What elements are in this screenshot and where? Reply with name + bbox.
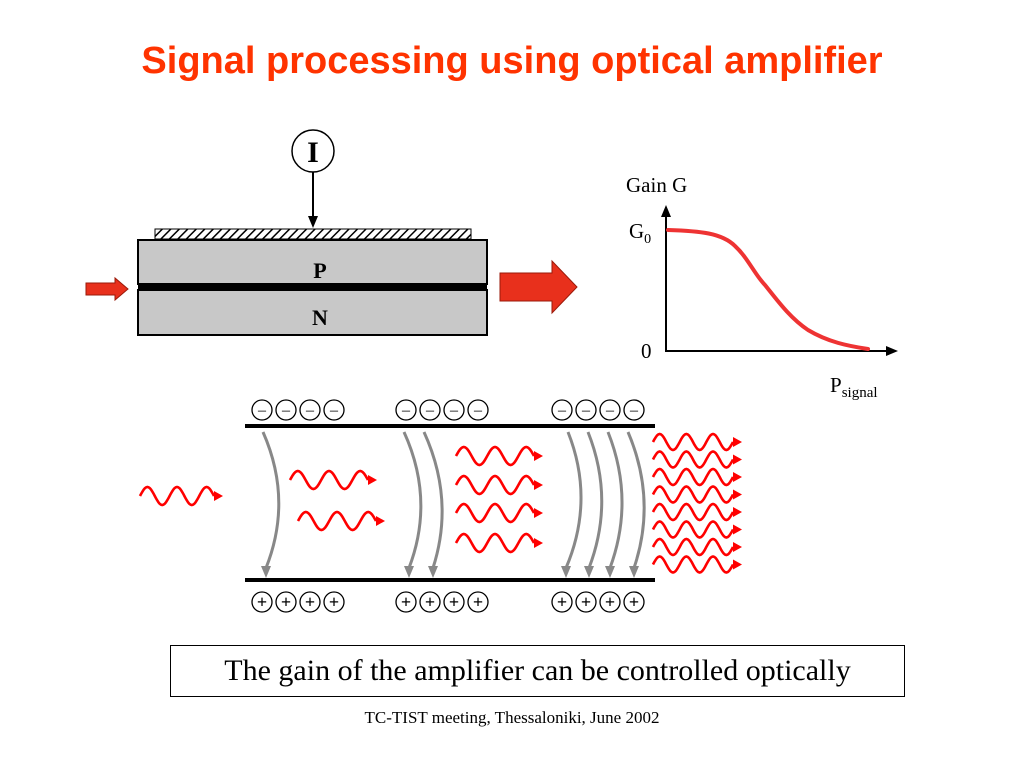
electron: – — [551, 399, 573, 421]
photon-wave — [651, 467, 742, 487]
carrier-diagram: –––––––––––– ++++++++++++ — [138, 399, 742, 613]
electron: – — [599, 399, 621, 421]
hole-sign: + — [581, 592, 591, 612]
caption-box: The gain of the amplifier can be control… — [170, 645, 905, 697]
electron-sign: – — [257, 402, 267, 419]
hole-sign: + — [605, 592, 615, 612]
photon-wave — [454, 474, 543, 496]
photon-wave — [651, 432, 742, 452]
n-label: N — [312, 305, 328, 330]
transition-arrow — [402, 431, 423, 578]
electron-sign: – — [629, 402, 639, 419]
x-axis-label: Psignal — [830, 373, 878, 401]
g0-label: G0 — [629, 219, 651, 247]
hole-sign: + — [473, 592, 483, 612]
photon-wave — [651, 555, 742, 574]
gain-curve — [666, 228, 870, 351]
hole: + — [575, 591, 597, 613]
electron: – — [323, 399, 345, 421]
transition-arrow — [584, 431, 604, 578]
hole: + — [551, 591, 573, 613]
photon-wave — [651, 537, 742, 557]
hole-sign: + — [257, 592, 267, 612]
gain-graph: Gain G G0 0 Psignal — [626, 173, 898, 401]
hole-sign: + — [557, 592, 567, 612]
photon-wave — [651, 450, 742, 469]
y-axis-label: Gain G — [626, 173, 687, 197]
hole: + — [275, 591, 297, 613]
hole: + — [599, 591, 621, 613]
electron: – — [467, 399, 489, 421]
electron-groups: –––––––––––– — [251, 399, 645, 421]
photon-wave — [138, 485, 223, 507]
hole: + — [443, 591, 465, 613]
electron-sign: – — [473, 402, 483, 419]
hole: + — [623, 591, 645, 613]
hole-sign: + — [281, 592, 291, 612]
transition-arrow — [422, 431, 444, 578]
hole-sign: + — [329, 592, 339, 612]
hole: + — [467, 591, 489, 613]
p-layer — [137, 239, 488, 285]
electron: – — [251, 399, 273, 421]
electron-sign: – — [329, 402, 339, 419]
electron: – — [443, 399, 465, 421]
electron: – — [299, 399, 321, 421]
electron: – — [395, 399, 417, 421]
hole-sign: + — [425, 592, 435, 612]
hole: + — [419, 591, 441, 613]
y-axis-arrowhead — [661, 205, 671, 217]
transition-arrows — [261, 431, 646, 578]
electron: – — [575, 399, 597, 421]
electron-sign: – — [281, 402, 291, 419]
electron: – — [623, 399, 645, 421]
photon-waves — [138, 432, 742, 574]
current-indicator: I — [291, 129, 335, 228]
photon-wave — [296, 510, 385, 532]
photon-wave — [651, 502, 742, 522]
top-electrode — [154, 228, 472, 240]
current-label: I — [307, 136, 319, 169]
footer: TC-TIST meeting, Thessaloniki, June 2002 — [364, 708, 660, 727]
photon-wave — [454, 502, 543, 524]
hole-groups: + + + + + + + + + + + + — [251, 591, 645, 613]
current-arrow-head — [308, 216, 318, 228]
origin-label: 0 — [641, 339, 652, 363]
transition-arrow — [261, 431, 281, 578]
hole: + — [251, 591, 273, 613]
electron: – — [275, 399, 297, 421]
electron-sign: – — [605, 402, 615, 419]
output-arrow — [499, 259, 578, 315]
electron-sign: – — [401, 402, 411, 419]
hole-sign: + — [305, 592, 315, 612]
caption-text: The gain of the amplifier can be control… — [224, 654, 851, 687]
slide-title: Signal processing using optical amplifie… — [141, 40, 883, 82]
electron-sign: – — [425, 402, 435, 419]
photon-wave — [651, 485, 742, 504]
hole: + — [299, 591, 321, 613]
hole: + — [323, 591, 345, 613]
hole-sign: + — [449, 592, 459, 612]
electron-sign: – — [305, 402, 315, 419]
photon-wave — [651, 520, 742, 539]
electron-sign: – — [581, 402, 591, 419]
x-axis-arrowhead — [886, 346, 898, 356]
photon-wave — [454, 445, 543, 467]
photon-wave — [288, 469, 377, 491]
n-layer — [137, 289, 488, 336]
electron: – — [419, 399, 441, 421]
transition-arrow — [561, 431, 583, 578]
hole: + — [395, 591, 417, 613]
transition-arrow — [626, 431, 646, 578]
electron-sign: – — [449, 402, 459, 419]
active-layer — [138, 284, 487, 290]
hole-sign: + — [629, 592, 639, 612]
photon-wave — [454, 532, 543, 554]
hole-sign: + — [401, 592, 411, 612]
p-label: P — [313, 258, 326, 283]
electron-sign: – — [557, 402, 567, 419]
transition-arrow — [605, 431, 624, 578]
input-arrow — [85, 276, 129, 302]
